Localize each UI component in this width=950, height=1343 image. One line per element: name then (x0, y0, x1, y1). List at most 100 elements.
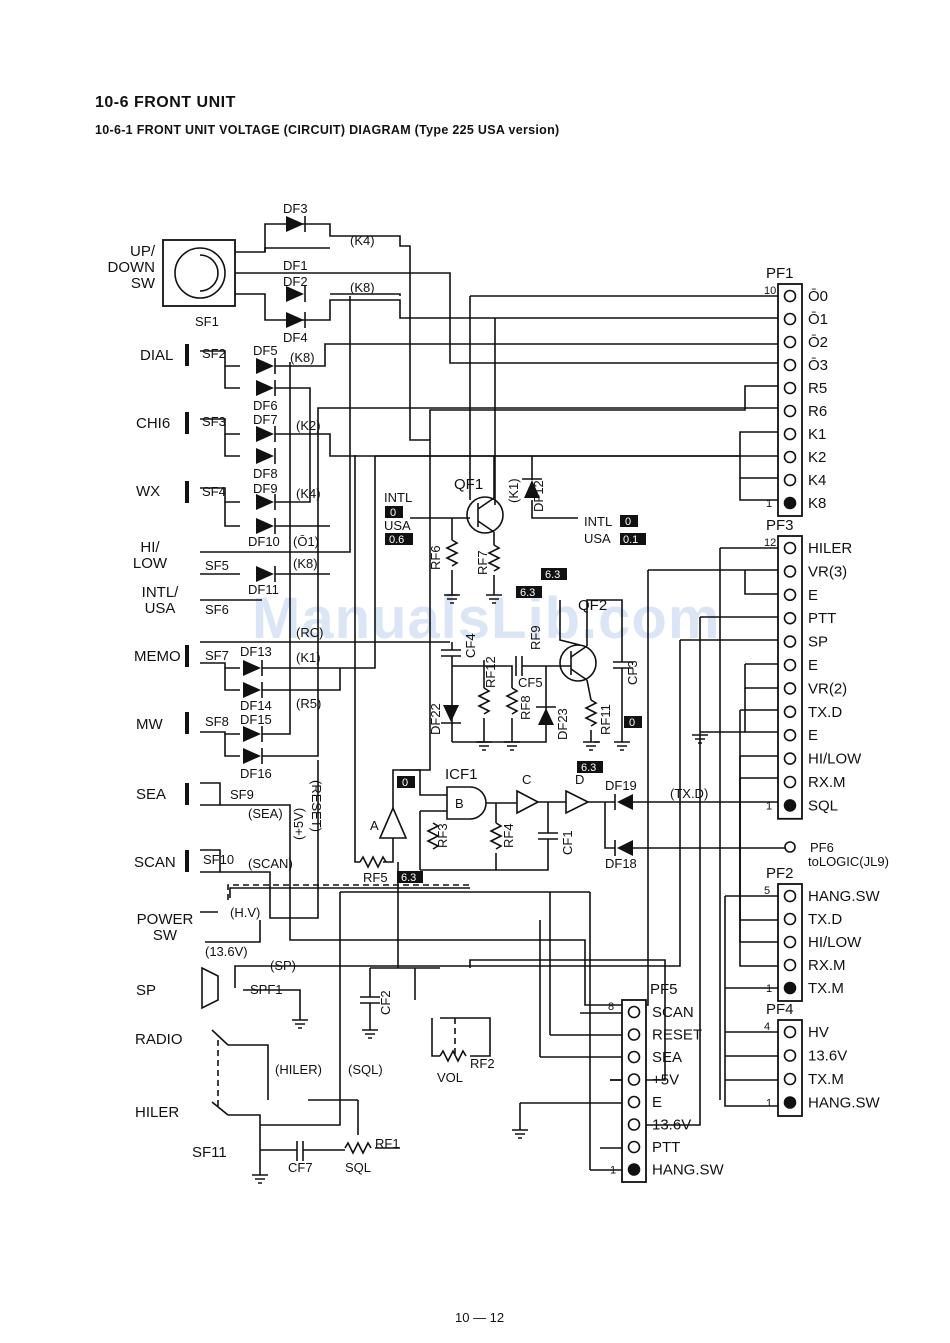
page-number: 10 — 12 (455, 1310, 505, 1325)
net-label: (HILER) (275, 1062, 322, 1077)
pf5-pin-7 (627, 1140, 641, 1154)
pf5-pin-label: HANG.SW (652, 1162, 725, 1179)
capacitor-label: CF7 (288, 1160, 313, 1175)
pf3-pin-3 (783, 588, 797, 602)
net-label: (TX.D) (670, 786, 708, 801)
diode-label: DF3 (283, 201, 308, 216)
diode-labels: DF3 DF1 DF2 DF4 DF5 DF6 DF7 DF8 DF9 DF10… (240, 201, 637, 871)
pf2-pin-4 (783, 958, 797, 972)
gate-c-icon (516, 789, 540, 815)
ref-sf2: SF2 (202, 346, 226, 361)
pf3-pin-label: SP (808, 634, 828, 651)
label-sp: SP (136, 982, 156, 999)
pf4-pin-label: TX.M (808, 1071, 844, 1088)
diode-label: DF18 (605, 856, 637, 871)
pf3-last-pin-number: 1 (766, 800, 772, 812)
pf2-first-pin-number: 5 (764, 885, 770, 897)
ground-icons (252, 594, 708, 1184)
resistor-label: RF2 (470, 1056, 495, 1071)
pf2-pin-label: HANG.SW (808, 888, 881, 905)
updown-switch-body (162, 239, 236, 307)
pf3-pin-11 (783, 775, 797, 789)
pf4-pin-label: 13.6V (808, 1048, 847, 1065)
pf3-pin-9 (783, 728, 797, 742)
net-label: (13.6V) (205, 944, 248, 959)
resistor-label: RF7 (475, 550, 490, 575)
ref-sf7: SF7 (205, 648, 229, 663)
pf3-pin-label: HI/LOW (808, 751, 862, 768)
net-labels: (K4) (K8) (K8) (K2) (K4) (Ō1) (K8) (RC) … (205, 233, 708, 1077)
diode-label: DF16 (240, 766, 272, 781)
ref-sf9: SF9 (230, 787, 254, 802)
note-usa-left: USA (384, 518, 411, 533)
net-label: (K8) (293, 556, 318, 571)
pf3-pin-label: TX.D (808, 704, 842, 721)
pf4-name: PF4 (766, 1001, 794, 1018)
pf5-pin-2 (627, 1028, 641, 1041)
label-sf11: SF11 (192, 1144, 227, 1161)
gate-label: D (575, 772, 584, 787)
resistor-label: RF8 (518, 695, 533, 720)
ref-sf5: SF5 (205, 558, 229, 573)
net-label: (SEA) (248, 806, 283, 821)
pf3-pin-label: E (808, 727, 818, 744)
pf2-pin-3 (783, 935, 797, 949)
label-scan: SCAN (134, 854, 176, 871)
pf5-body (621, 999, 647, 1183)
resistor-label: RF3 (435, 823, 450, 848)
capacitor-label: CF3 (625, 660, 640, 685)
pf1-pin-4 (783, 358, 797, 372)
capacitor-icons (296, 649, 633, 1161)
pf2-pin-5 (783, 981, 797, 995)
pf2-pin-label: HI/LOW (808, 934, 862, 951)
pf5-pin-label: PTT (652, 1139, 680, 1156)
capacitor-labels: CF4 CF5 CF3 CF1 CF2 CF7 (288, 633, 640, 1175)
pf5-last-pin-number: 1 (610, 1165, 616, 1177)
transistor-qf1-icon (466, 496, 504, 534)
note-qf2-emit: 0 (629, 717, 635, 729)
capacitor-label: CF2 (378, 990, 393, 1015)
pf2-name: PF2 (766, 865, 794, 882)
pf3-first-pin-number: 12 (764, 537, 776, 549)
pf1-pin-3 (783, 335, 797, 349)
net-label: (+5V) (291, 808, 306, 840)
pf3-pin-8 (783, 705, 797, 719)
label-chi6: CHI6 (136, 415, 170, 432)
speaker-icon (201, 966, 219, 1010)
net-label: (K1) (296, 650, 321, 665)
label-hilow: HI/LOW (133, 539, 168, 572)
ref-sf4: SF4 (202, 484, 226, 499)
diode-label: DF5 (253, 343, 278, 358)
net-label: (K4) (296, 486, 321, 501)
pf3-pin-10 (783, 752, 797, 765)
gate-label: C (522, 772, 531, 787)
pf3-pin-2 (783, 565, 797, 578)
pf3-pin-6 (783, 658, 797, 672)
resistor-label: RF9 (528, 625, 543, 650)
note-usa-right-value: 0.1 (623, 534, 638, 546)
diode-label: DF11 (248, 582, 279, 597)
net-label: (K8) (350, 280, 375, 295)
pf3-pin-label: VR(3) (808, 563, 847, 580)
net-label: (RC) (296, 625, 323, 640)
gate-label: A (370, 818, 379, 833)
resistor-label: RF6 (428, 545, 443, 570)
gate-label: B (455, 796, 464, 811)
pushbutton-icons (185, 344, 189, 872)
pf3-pin-5 (783, 635, 797, 648)
resistor-labels: RF6 RF7 RF9 RF12 RF8 RF11 RF3 RF4 RF5 RF… (363, 545, 613, 1151)
ref-sf10: SF10 (203, 852, 234, 867)
diode-label: DF7 (253, 412, 278, 427)
pf1-pin-5 (783, 381, 797, 395)
net-label: (SCAN) (248, 856, 293, 871)
pf1-pin-label: K8 (808, 495, 826, 512)
diode-label: DF15 (240, 712, 272, 727)
pf3-pin-label: HILER (808, 540, 852, 557)
pf1-pin-label: R5 (808, 380, 827, 397)
pf3-pin-label: RX.M (808, 774, 846, 791)
pf5-pin-label: SCAN (652, 1004, 694, 1021)
pf5-pin-5 (627, 1095, 641, 1109)
diode-label: DF22 (428, 703, 443, 735)
resistor-label: RF12 (483, 656, 498, 688)
gate-b-icon (446, 786, 487, 820)
